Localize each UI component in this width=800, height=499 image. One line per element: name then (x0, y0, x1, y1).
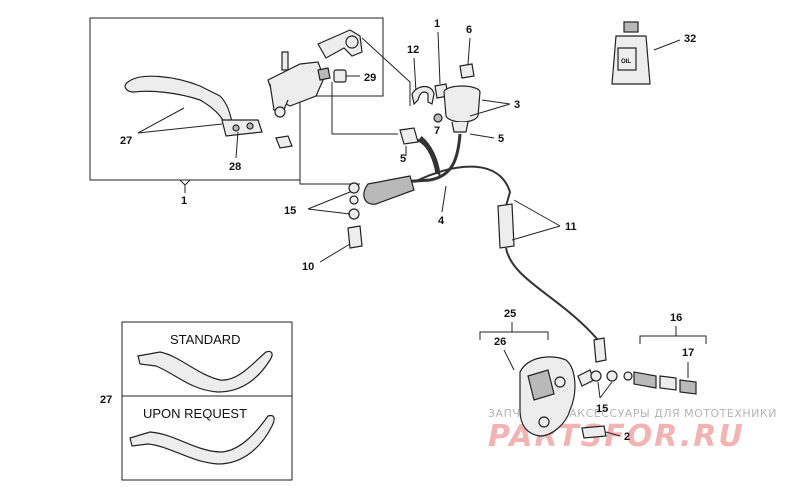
sealing-washer-bottom (348, 208, 360, 220)
hose-connector-line (331, 82, 398, 135)
banjo-fitting (363, 175, 415, 205)
caliper-piston (554, 376, 566, 388)
hose-fitting-5 (399, 127, 419, 145)
callout-15-right: 15 (596, 403, 608, 415)
callout-line-3a (481, 99, 511, 105)
group-frame-notch (90, 179, 300, 186)
caliper-mount (538, 416, 550, 428)
brake-pad (527, 369, 555, 401)
brake-hose-upper (413, 165, 512, 207)
hose-end-fitting (593, 337, 607, 363)
callout-32: 32 (684, 33, 696, 45)
reservoir-neck (451, 121, 469, 133)
upon-request-label: UPON REQUEST (143, 406, 247, 421)
callout-11: 11 (565, 221, 577, 233)
bracket-25 (479, 331, 549, 340)
inset-frame (121, 321, 293, 481)
bracket-connector-line (299, 150, 360, 185)
callout-line-11b (511, 225, 561, 241)
callout-line-3b (469, 103, 511, 117)
brake-fluid-reservoir (443, 85, 481, 133)
callout-25: 25 (504, 308, 516, 320)
callout-27-lever: 27 (120, 135, 132, 147)
caliper-bolt (581, 425, 607, 439)
pivot-screw (246, 122, 254, 130)
callout-line-28 (235, 131, 239, 159)
master-cylinder-group: 1 27 28 29 (89, 17, 411, 207)
callout-5-right: 5 (498, 133, 504, 145)
callout-line-4 (441, 185, 447, 213)
standard-lever (137, 350, 273, 393)
clamp-bore (345, 35, 359, 49)
sealing-washer-top (348, 182, 360, 194)
callout-10: 10 (302, 261, 314, 273)
callout-line-1-top (437, 31, 441, 85)
callout-line-32 (653, 39, 681, 51)
callout-16: 16 (670, 312, 682, 324)
banjo-bolt (347, 225, 363, 249)
callout-line-10 (319, 243, 351, 263)
callout-17: 17 (682, 347, 694, 359)
hose-sleeve (497, 203, 515, 249)
reservoir-hose (399, 133, 462, 184)
bracket-16 (639, 335, 707, 344)
callout-7: 7 (434, 125, 440, 137)
callout-line-5a (469, 133, 495, 139)
callout-1-top: 1 (434, 18, 440, 30)
lever-options-inset: STANDARD UPON REQUEST (121, 321, 293, 481)
callout-line-26 (503, 349, 515, 371)
screw-6 (459, 63, 475, 79)
reservoir-bracket (411, 85, 435, 106)
callout-15-left: 15 (284, 205, 296, 217)
callout-3: 3 (514, 99, 520, 111)
callout-6: 6 (466, 24, 472, 36)
bracket-nut-7 (433, 113, 443, 123)
switch-29 (333, 69, 347, 83)
callout-29: 29 (364, 72, 376, 84)
bottle-label (617, 47, 637, 71)
callout-line-11a (513, 199, 561, 227)
standard-label: STANDARD (170, 332, 241, 347)
bleeder-valve (659, 375, 677, 391)
callout-line-15a (307, 191, 351, 210)
lever-pivot-block (221, 119, 263, 137)
bleeder-washer (623, 371, 633, 381)
pivot-screw-28 (232, 124, 240, 132)
callout-26: 26 (494, 336, 506, 348)
brake-lever (124, 75, 233, 127)
banjo-nut (349, 195, 359, 205)
upon-request-lever (129, 414, 275, 465)
brake-hose-lower (505, 247, 599, 341)
callout-line-27a (137, 107, 185, 134)
reservoir-connector-line (361, 37, 411, 106)
callout-2: 2 (624, 431, 630, 443)
callout-line-12 (413, 57, 417, 93)
callout-12: 12 (407, 44, 419, 56)
caliper-washer-b (606, 370, 618, 382)
banjo-outlet (317, 67, 331, 81)
bottle-cap (623, 21, 639, 33)
caliper-washer-a (590, 370, 602, 382)
callout-line-2 (605, 431, 621, 437)
callout-28: 28 (229, 161, 241, 173)
lever-clip (275, 135, 293, 149)
bottle-label-text: OIL (621, 59, 631, 65)
bleeder-cap (679, 379, 697, 395)
callout-27-inset: 27 (100, 394, 112, 406)
push-rod-boot (274, 106, 286, 118)
callout-line-15d (599, 381, 613, 399)
callout-line-6 (467, 37, 471, 65)
mount-bolt (281, 51, 289, 71)
callout-line-15c (597, 381, 601, 399)
brake-caliper (519, 356, 595, 437)
callout-5-left: 5 (400, 153, 406, 165)
brake-fluid-bottle: OIL (611, 21, 651, 85)
callout-line-27b (137, 123, 223, 134)
callout-line-15b (307, 208, 351, 215)
reservoir-body (443, 91, 481, 123)
bleeder-nipple (633, 371, 657, 389)
callout-4: 4 (438, 215, 445, 227)
callout-1-bottom: 1 (181, 195, 187, 207)
